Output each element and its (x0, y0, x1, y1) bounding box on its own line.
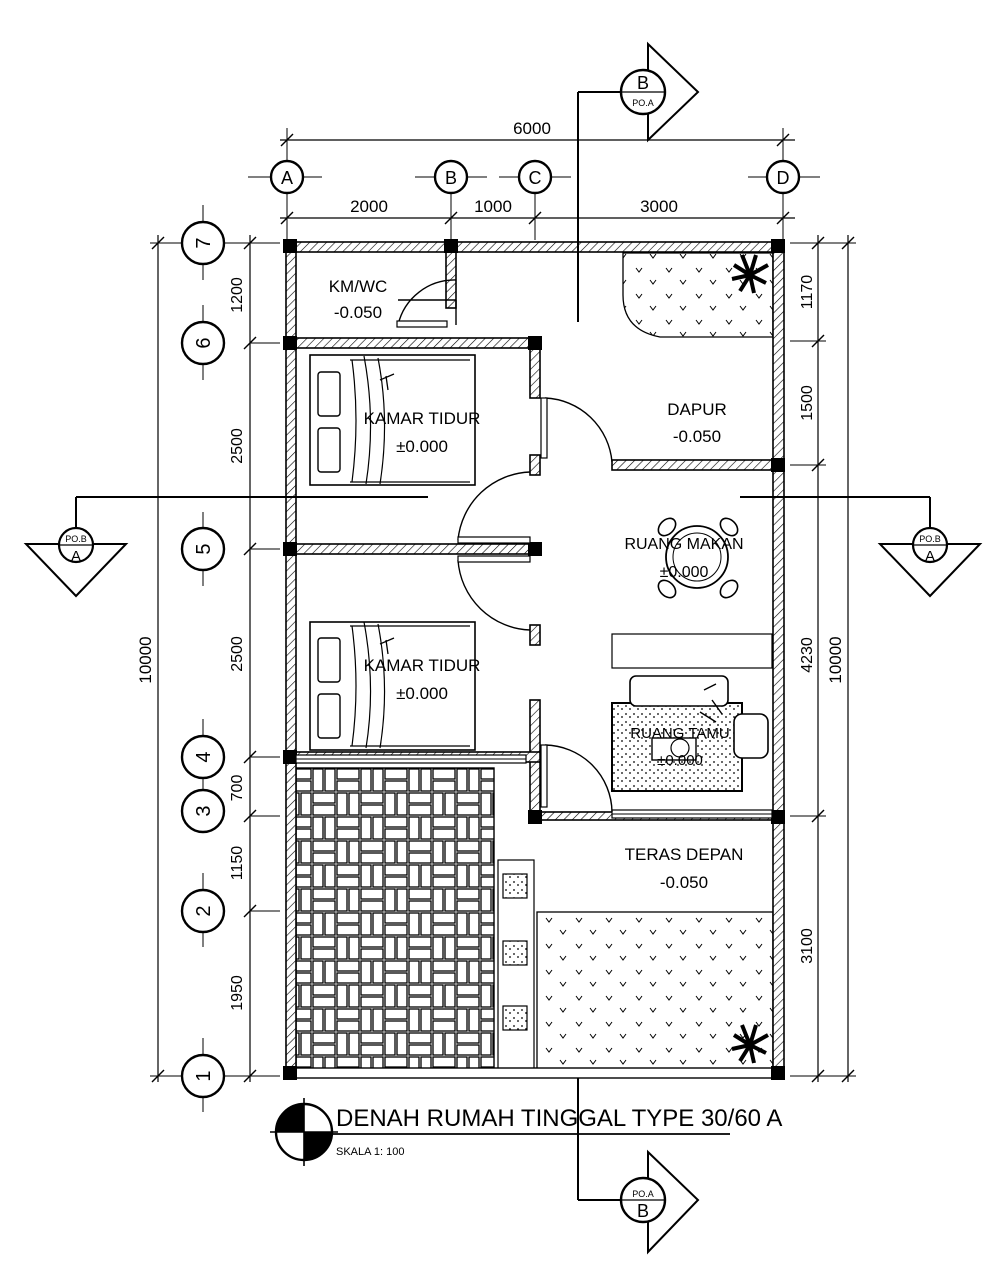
svg-text:3: 3 (193, 805, 215, 816)
svg-text:RUANG TAMU: RUANG TAMU (630, 725, 729, 742)
dim-top-seg-2: 1000 (474, 197, 512, 216)
grid-bubble-3: 3 (180, 788, 226, 834)
grid-bubble-1: 1 (180, 1053, 226, 1099)
bed-2-icon (309, 621, 476, 751)
room-label-bedroom-1: KAMAR TIDUR ±0.000 (364, 409, 481, 456)
svg-text:KAMAR TIDUR: KAMAR TIDUR (364, 409, 481, 428)
plant-icon (731, 254, 769, 294)
svg-text:B: B (445, 168, 457, 188)
room-label-terrace: TERAS DEPAN -0.050 (625, 845, 744, 892)
grid-bubble-B: B (433, 159, 469, 195)
garden-top-right (622, 252, 774, 338)
svg-text:D: D (777, 168, 790, 188)
grid-bubble-2: 2 (180, 888, 226, 934)
dim-left-seg-2: 2500 (229, 428, 246, 464)
dim-top-total: 6000 (513, 119, 551, 138)
room-label-kmwc: KM/WC -0.050 (329, 277, 388, 322)
room-label-dining: RUANG MAKAN ±0.000 (624, 536, 743, 581)
svg-text:KM/WC: KM/WC (329, 277, 388, 296)
svg-text:PO.A: PO.A (632, 98, 654, 108)
plant-icon (731, 1024, 769, 1064)
section-A-line (75, 496, 931, 530)
dining-set-icon (657, 517, 739, 599)
section-A-marker-right: PO.B A (877, 526, 983, 598)
dim-right-seg-2: 1500 (799, 385, 816, 421)
dim-right-seg-3: 4230 (799, 637, 816, 673)
dim-right-seg-1: 1170 (799, 275, 816, 310)
title-block: DENAH RUMAH TINGGAL TYPE 30/60 A SKALA 1… (270, 1098, 782, 1166)
svg-text:TERAS DEPAN: TERAS DEPAN (625, 845, 744, 864)
paving-area (295, 767, 495, 1071)
svg-text:A: A (71, 548, 81, 565)
column-grid: A B C D (248, 159, 820, 195)
dim-right-seg-4: 3100 (799, 928, 816, 964)
grid-bubble-7: 7 (180, 220, 226, 266)
drawing-scale: SKALA 1: 100 (336, 1146, 405, 1158)
svg-text:A: A (281, 168, 293, 188)
stepping-stones (497, 859, 535, 1075)
left-dimensions: 10000 1200 2500 2500 700 1150 1950 (136, 235, 280, 1083)
svg-text:±0.000: ±0.000 (396, 684, 448, 703)
dim-left-seg-6: 1950 (229, 975, 246, 1011)
svg-text:PO.B: PO.B (65, 534, 87, 544)
section-B-line (577, 91, 622, 1201)
svg-text:5: 5 (193, 543, 215, 554)
svg-text:±0.000: ±0.000 (396, 437, 448, 456)
dim-top-seg-3: 3000 (640, 197, 678, 216)
svg-text:PO.A: PO.A (632, 1189, 654, 1199)
dim-left-seg-5: 1150 (229, 846, 246, 881)
dim-right-total: 10000 (826, 636, 845, 683)
svg-text:7: 7 (193, 237, 215, 248)
drawing-title: DENAH RUMAH TINGGAL TYPE 30/60 A (336, 1105, 782, 1132)
room-label-bedroom-2: KAMAR TIDUR ±0.000 (364, 656, 481, 703)
dim-left-seg-4: 700 (229, 775, 246, 802)
section-B-marker-top: B PO.A (619, 41, 700, 143)
top-dimensions: 6000 2000 1000 3000 (280, 119, 795, 240)
section-A-marker-left: PO.B A (23, 526, 129, 598)
windows (295, 633, 773, 819)
section-symbol-icon (270, 1098, 338, 1166)
doors (396, 279, 613, 813)
svg-text:6: 6 (193, 337, 215, 348)
svg-text:PO.B: PO.B (919, 534, 941, 544)
dim-top-seg-1: 2000 (350, 197, 388, 216)
svg-text:4: 4 (193, 751, 215, 762)
svg-text:RUANG MAKAN: RUANG MAKAN (624, 536, 743, 553)
grid-bubble-5: 5 (180, 526, 226, 572)
svg-text:DAPUR: DAPUR (667, 400, 727, 419)
svg-text:±0.000: ±0.000 (657, 752, 703, 769)
room-label-kitchen: DAPUR -0.050 (667, 400, 727, 446)
grid-bubble-A: A (269, 159, 305, 195)
svg-text:C: C (529, 168, 542, 188)
svg-text:2: 2 (193, 905, 215, 916)
svg-text:KAMAR TIDUR: KAMAR TIDUR (364, 656, 481, 675)
section-B-marker-bottom: PO.A B (619, 1149, 700, 1255)
svg-text:±0.000: ±0.000 (660, 564, 709, 581)
front-garden (536, 911, 774, 1071)
row-grid: 7 6 5 4 3 2 1 (180, 205, 226, 1112)
svg-text:-0.050: -0.050 (660, 873, 708, 892)
living-set-icon (611, 675, 769, 792)
dim-left-total: 10000 (136, 636, 155, 683)
svg-text:B: B (637, 73, 649, 93)
svg-text:-0.050: -0.050 (673, 427, 721, 446)
grid-bubble-D: D (765, 159, 801, 195)
svg-text:B: B (637, 1201, 649, 1221)
bed-1-icon (309, 354, 476, 486)
grid-bubble-C: C (517, 159, 553, 195)
grid-bubble-6: 6 (180, 320, 226, 366)
svg-text:-0.050: -0.050 (334, 303, 382, 322)
svg-text:1: 1 (193, 1070, 215, 1081)
room-label-living: RUANG TAMU ±0.000 (630, 725, 729, 769)
right-dimensions: 1170 1500 4230 3100 10000 (790, 235, 856, 1083)
dim-left-seg-1: 1200 (229, 277, 246, 313)
grid-bubble-4: 4 (180, 734, 226, 780)
dim-left-seg-3: 2500 (229, 636, 246, 672)
svg-text:A: A (925, 548, 935, 565)
